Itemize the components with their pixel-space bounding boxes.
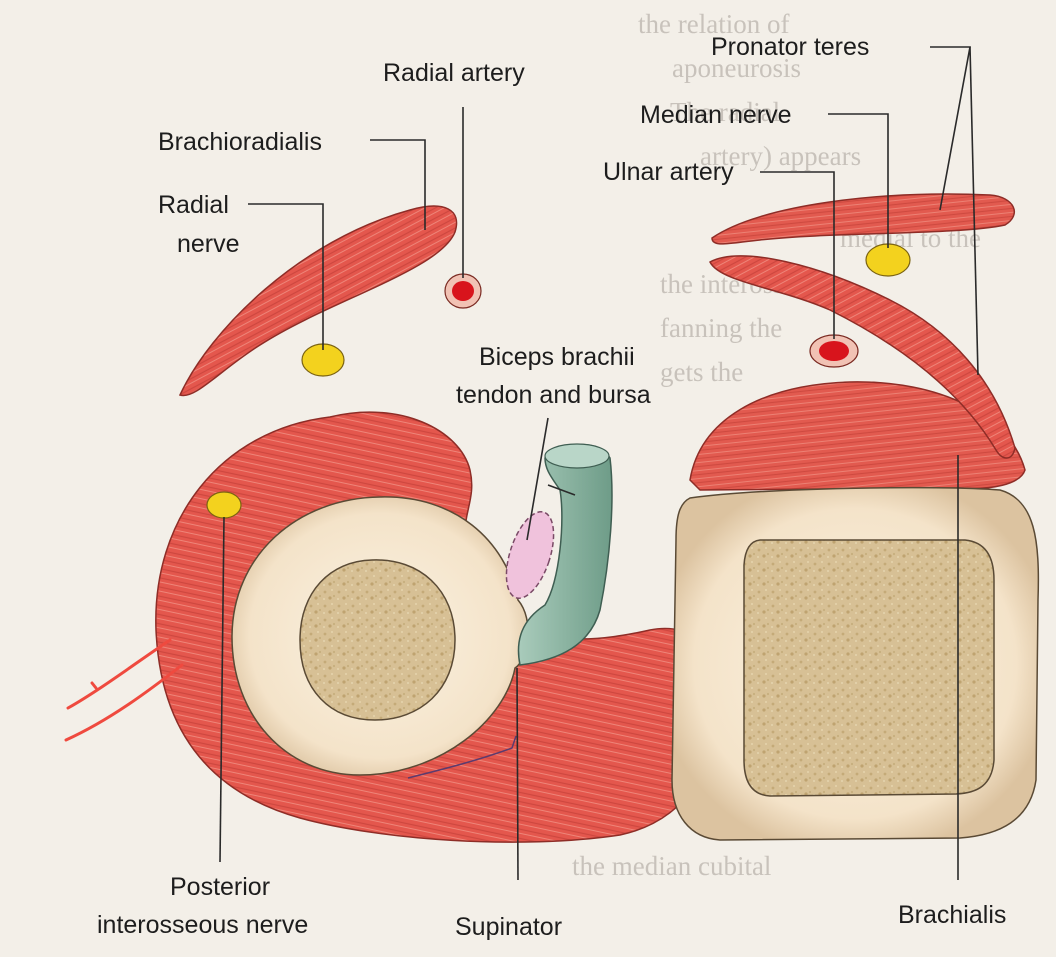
humerus-marrow [744,540,994,796]
leader-ulnar-artery [760,172,834,339]
leader-supinator [517,668,518,880]
biceps-tendon-cut-end [545,444,609,468]
pronator-teres-humeral-head [712,194,1014,244]
label-posterior-2: interosseous nerve [97,910,308,940]
label-biceps-1: Biceps brachii [479,342,635,372]
label-radial-nerve-2: nerve [177,229,240,259]
label-pronator-teres: Pronator teres [711,32,869,62]
label-median-nerve: Median nerve [640,100,791,130]
label-brachioradialis: Brachioradialis [158,127,322,157]
median-nerve [866,244,910,276]
label-radial-artery: Radial artery [383,58,525,88]
radius-marrow [300,560,455,720]
label-posterior-1: Posterior [170,872,270,902]
label-biceps-2: tendon and bursa [456,380,651,410]
label-brachialis: Brachialis [898,900,1006,930]
label-supinator: Supinator [455,912,562,942]
label-ulnar-artery: Ulnar artery [603,157,734,187]
radial-artery [452,281,474,301]
label-radial-nerve-1: Radial [158,190,229,220]
leader-pronator-teres [930,47,970,210]
ulnar-artery [819,341,849,361]
posterior-interosseous-nerve [207,492,241,518]
